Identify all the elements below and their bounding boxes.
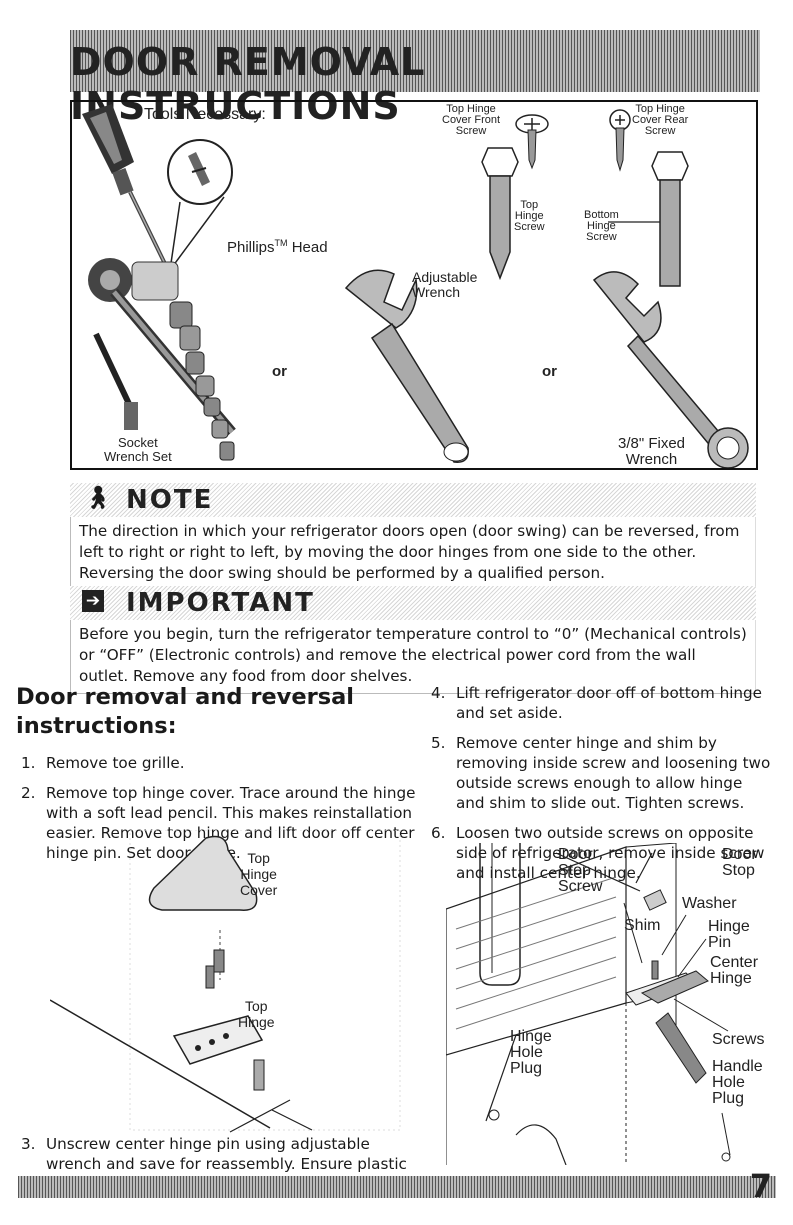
center-hinge-illustration	[445, 842, 731, 1166]
note-header: 🚶︎ NOTE	[70, 483, 756, 517]
important-header: ➔ IMPORTANT	[70, 586, 756, 620]
fixed-wrench-icon	[592, 271, 749, 468]
important-box: ➔ IMPORTANT Before you begin, turn the r…	[70, 586, 756, 694]
phillips-label: PhillipsTM Head	[227, 238, 328, 256]
title-banner: DOOR REMOVAL INSTRUCTIONS	[70, 30, 760, 128]
tools-heading: Tools Necessary:	[144, 106, 266, 123]
page-number: 7	[749, 1167, 772, 1205]
arrow-right-icon: ➔	[82, 590, 104, 612]
step-item: 4.Lift refrigerator door off of bottom h…	[431, 684, 763, 722]
important-text: Before you begin, turn the refrigerator …	[70, 620, 756, 694]
warning-person-icon: 🚶︎	[84, 486, 112, 511]
screws-label: Screws	[712, 1031, 765, 1048]
or-label-1: or	[272, 363, 287, 380]
top-hinge-illustration	[49, 829, 401, 1133]
socket-wrench-set-icon	[88, 258, 236, 461]
tools-illustration	[82, 104, 749, 468]
step-item: 2.Remove top hinge cover. Trace around t…	[21, 784, 416, 862]
step-item: 5.Remove center hinge and shim by removi…	[431, 734, 771, 812]
page-title: DOOR REMOVAL INSTRUCTIONS	[70, 40, 426, 128]
steps-list-left: 1.Remove toe grille. 2.Remove top hinge …	[16, 753, 416, 863]
note-box: 🚶︎ NOTE The direction in which your refr…	[70, 483, 756, 591]
adjustable-wrench-icon	[344, 269, 469, 463]
step-item: 1.Remove toe grille.	[21, 754, 185, 772]
phillips-screwdriver-icon	[82, 104, 233, 271]
important-heading: IMPORTANT	[126, 588, 315, 618]
note-heading: NOTE	[126, 485, 214, 515]
or-label-2: or	[542, 363, 557, 380]
footer-bar: 7	[18, 1167, 776, 1205]
screws-icon	[481, 109, 689, 287]
section-title: Door removal and reversal instructions:	[16, 684, 354, 739]
shim-label: Shim	[624, 917, 661, 934]
left-column: Door removal and reversal instructions: …	[16, 683, 416, 873]
washer-label: Washer	[682, 895, 737, 912]
note-text: The direction in which your refrigerator…	[70, 517, 756, 591]
